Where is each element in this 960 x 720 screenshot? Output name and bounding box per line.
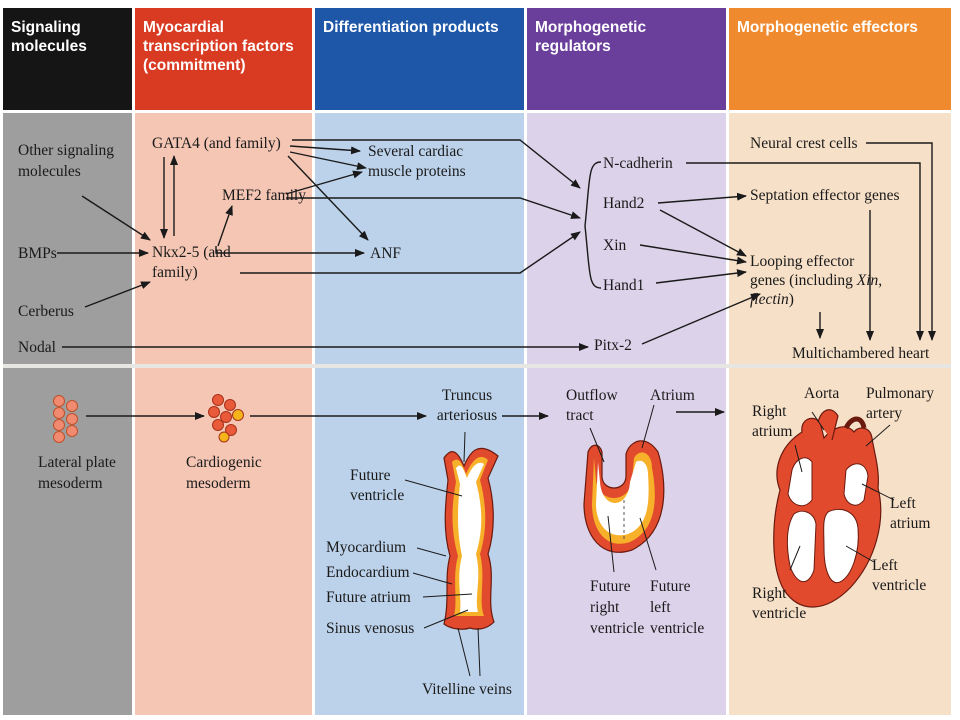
arrow-cerberus-to-nkx [84,281,151,308]
header-effectors-label: Morphogenetic effectors [737,19,918,36]
label-endocardium: Endocardium [326,564,410,581]
cardiogenic-mesoderm-cells [208,394,244,443]
illustration-leader-lines [404,404,895,677]
arrow-pitx2-to-looping [641,293,761,345]
label-nodal: Nodal [18,339,56,356]
label-future-ventricle: Future ventricle [350,467,405,504]
label-aorta: Aorta [804,385,840,402]
label-multichambered-heart: Multichambered heart [792,345,930,362]
label-truncus-arteriosus: Truncus arteriosus [436,387,498,424]
label-future-atrium: Future atrium [326,589,411,606]
label-looping-flectin: flectin [750,291,789,308]
arrow-nkx-to-regulators [240,231,581,274]
heart-tube-lumen [456,462,484,612]
looping-heart-illustration [583,440,665,553]
arrow-hand1-to-looping [655,269,747,284]
heart-tube-illustration [443,447,499,630]
label-right-atrium: Right atrium [752,403,793,440]
arrow-gata4-to-cardiac [289,145,361,155]
looping-heart-lumen [596,460,649,536]
arrow-other-to-nkx [81,195,151,241]
label-atrium: Atrium [650,387,695,404]
arrow-ncadherin-to-heart [686,162,924,341]
label-cardiac-proteins: Several cardiac muscle proteins [368,143,466,180]
label-mef2: MEF2 family [222,187,306,204]
left-ventricle-chamber [823,508,859,584]
header-effectors: Morphogenetic effectors [729,8,951,110]
label-bmps: BMPs [18,245,57,262]
header-transcription-label: Myocardial transcription factors (commit… [143,19,294,74]
label-outflow-tract: Outflow tract [566,387,618,424]
arrow-mef2-to-cardiac [285,170,363,195]
four-chambered-heart-illustration [773,409,882,608]
label-septation-genes: Septation effector genes [750,187,900,204]
label-future-left-ventricle: Future left ventricle [650,578,705,637]
header-signaling-label: Signaling molecules [11,19,87,55]
header-transcription: Myocardial transcription factors (commit… [135,8,312,110]
label-nkx2-5: Nkx2-5 (and family) [152,244,231,281]
label-myocardium: Myocardium [326,539,407,556]
arrow-xin-to-looping [639,244,747,265]
label-left-ventricle: Left ventricle [872,557,927,594]
header-differentiation-label: Differentiation products [323,19,499,36]
label-anf: ANF [370,245,402,262]
column-regulators-bg [527,113,726,715]
row-divider [3,364,951,368]
label-n-cadherin: N-cadherin [603,155,673,172]
label-future-right-ventricle: Future right ventricle [590,578,645,637]
arrow-gata4-to-regulators [292,139,581,189]
label-looping-sep: , [878,272,883,289]
label-left-atrium: Left atrium [890,495,931,532]
arrow-mef2-to-regulators [286,197,581,219]
label-pulmonary-artery: Pulmonary artery [866,385,935,422]
arrow-neural-to-heart [866,142,936,341]
label-looping-genes: Looping effector genes (including Xin, f… [750,252,890,309]
header-regulators-label: Morphogenetic regulators [535,19,647,55]
label-other-signaling: Other signaling molecules [18,142,114,180]
label-pitx-2: Pitx-2 [594,337,632,354]
arrow-nkx-to-mef2 [217,205,233,247]
label-right-ventricle: Right ventricle [752,585,807,622]
label-sinus-venosus: Sinus venosus [326,620,415,637]
lateral-mesoderm-cells [53,395,78,443]
label-hand1: Hand1 [603,277,645,294]
label-xin: Xin [603,237,627,254]
label-looping-xin: Xin [856,272,879,289]
left-atrium-chamber [843,463,869,506]
arrow-hand2-to-septation [657,192,747,204]
regulators-bracket [584,161,602,289]
right-atrium-chamber [787,457,813,507]
header-signaling: Signaling molecules [3,8,132,110]
column-signaling-bg [3,113,132,715]
label-lateral-plate: Lateral plate mesoderm [38,454,116,492]
pathway-arrows [57,139,936,420]
header-regulators: Morphogenetic regulators [527,8,726,110]
arrow-gata4-to-cardiac-2 [289,151,367,171]
arrow-hand2-to-looping [659,209,747,257]
label-cardiogenic-mesoderm: Cardiogenic mesoderm [186,454,262,492]
label-gata4: GATA4 (and family) [152,135,281,152]
label-looping-genes-text: Looping effector genes (including [750,253,855,289]
label-cerberus: Cerberus [18,303,74,320]
arrow-nkx-to-anf [215,246,365,257]
label-hand2: Hand2 [603,195,645,212]
label-neural-crest: Neural crest cells [750,135,858,152]
column-effectors-bg [729,113,951,715]
header-differentiation: Differentiation products [315,8,524,110]
label-vitelline-veins: Vitelline veins [422,681,512,698]
label-looping-end: ) [788,291,794,308]
right-ventricle-chamber [786,510,817,582]
